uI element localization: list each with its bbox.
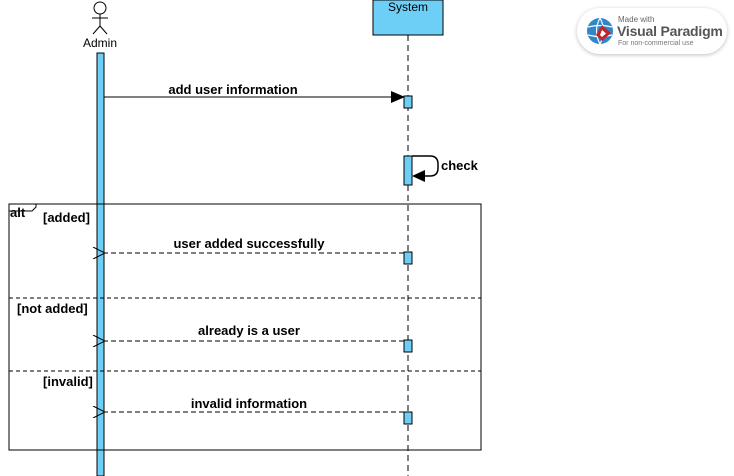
message-label-bg [192, 324, 306, 340]
watermark-note: For non-commercial use [618, 40, 694, 47]
message-label-bg [162, 80, 304, 96]
system-activation-bar[interactable] [403, 339, 413, 353]
visual-paradigm-watermark: Made with Visual Paradigm For non-commer… [577, 8, 727, 54]
message-label-bg [167, 236, 332, 252]
alt-fragment[interactable] [8, 203, 482, 451]
system-lifeline-box[interactable] [372, 0, 444, 36]
return-label-invalid: invalid information [191, 396, 307, 411]
admin-actor-icon[interactable] [92, 1, 108, 35]
admin-label: Admin [83, 36, 117, 50]
guard-added: [added] [43, 210, 90, 225]
self-message-label: check [441, 158, 479, 173]
message-label-bg [185, 395, 313, 411]
watermark-brand: Visual Paradigm [617, 23, 723, 39]
alt-operator-label: alt [10, 205, 26, 220]
system-activation-bar[interactable] [403, 155, 413, 186]
guard-not-added: [not added] [17, 301, 88, 316]
return-label-user-added: user added successfully [173, 236, 325, 251]
admin-activation-bar[interactable] [96, 52, 105, 476]
message-label-add-user: add user information [168, 82, 297, 97]
return-label-already-user: already is a user [198, 323, 300, 338]
alt-operator-tab [9, 203, 37, 212]
watermark-made-with: Made with [618, 15, 655, 24]
self-message-arrowhead [412, 170, 425, 182]
system-activation-bar[interactable] [403, 95, 413, 109]
visual-paradigm-logo-icon [587, 17, 613, 45]
system-activation-bar[interactable] [403, 411, 413, 425]
guard-invalid: [invalid] [43, 374, 93, 389]
system-activation-bar[interactable] [403, 251, 413, 265]
self-message-arrow[interactable] [412, 155, 439, 177]
system-label: System [388, 0, 428, 14]
